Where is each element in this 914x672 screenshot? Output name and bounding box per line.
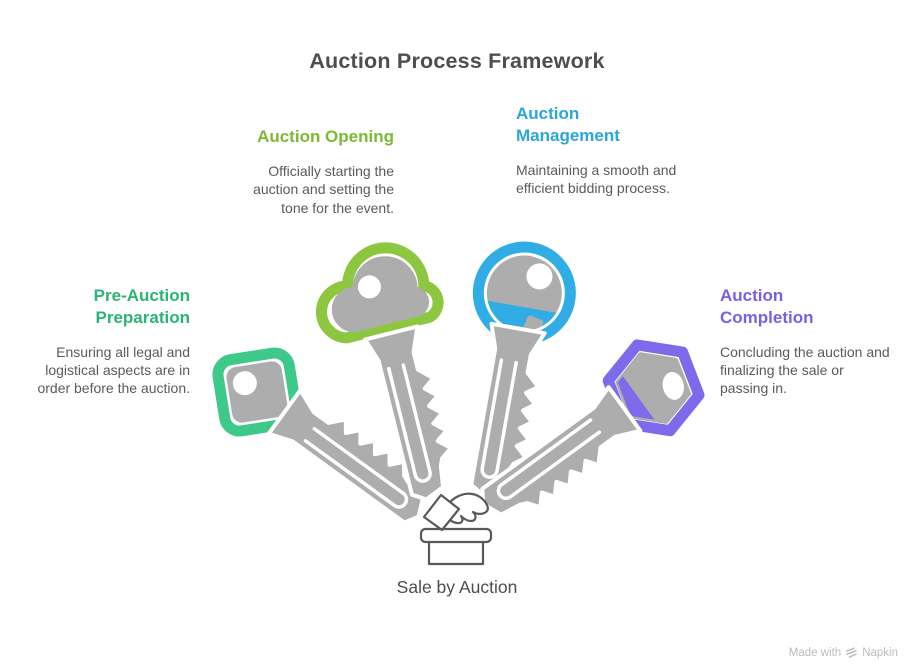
key-shaft xyxy=(363,324,453,502)
step-heading: Auction Opening xyxy=(257,127,394,146)
key-shaft xyxy=(469,321,547,497)
step-auction-opening: Auction Opening Officially starting the … xyxy=(224,126,394,217)
step-description: Officially starting the auction and sett… xyxy=(253,162,394,216)
key-head-fill xyxy=(331,256,430,333)
center-label: Sale by Auction xyxy=(396,577,518,597)
key-hole xyxy=(232,371,257,396)
key-hole xyxy=(357,275,381,299)
key-head-fill xyxy=(226,361,288,423)
key-shaft xyxy=(266,388,426,525)
key-head-band xyxy=(604,366,663,437)
step-heading: Auction Management xyxy=(516,104,620,145)
step-description: Concluding the auction and finalizing th… xyxy=(720,343,890,397)
step-description: Ensuring all legal and logistical aspect… xyxy=(37,343,190,397)
key-head-band-notch xyxy=(522,315,544,337)
watermark-prefix: Made with xyxy=(788,646,842,659)
key-groove xyxy=(480,358,518,479)
key-icon-management xyxy=(469,241,576,497)
ballot-card-icon xyxy=(422,493,461,532)
key-groove xyxy=(496,418,602,501)
page-title: Auction Process Framework xyxy=(309,49,605,73)
step-pre-auction-preparation: Pre-Auction Preparation Ensuring all leg… xyxy=(20,285,190,398)
key-icon-preparation xyxy=(212,347,426,525)
step-auction-management: Auction Management Maintaining a smooth … xyxy=(516,103,678,197)
key-head-ring xyxy=(212,347,302,437)
sale-by-auction-icon xyxy=(419,492,493,566)
key-groove xyxy=(303,426,409,509)
key-head-ring xyxy=(316,242,444,344)
napkin-logo-icon xyxy=(846,647,857,658)
key-head-ring xyxy=(472,241,576,345)
step-auction-completion: Auction Completion Concluding the auctio… xyxy=(720,285,892,398)
step-heading: Pre-Auction Preparation xyxy=(93,286,190,327)
key-shaft xyxy=(480,385,643,517)
box-body-icon xyxy=(427,540,485,566)
key-icon-opening xyxy=(316,242,453,502)
key-head-fill xyxy=(615,352,692,424)
hand-icon xyxy=(442,492,489,525)
box-lid-icon xyxy=(419,527,493,544)
key-head-ring xyxy=(602,339,705,437)
key-hole xyxy=(526,263,553,290)
key-head-band xyxy=(480,300,560,337)
watermark-brand: Napkin xyxy=(862,646,898,659)
step-heading: Auction Completion xyxy=(720,286,814,327)
step-description: Maintaining a smooth and efficient biddi… xyxy=(516,161,677,196)
key-icon-completion xyxy=(480,339,705,517)
key-head-fill xyxy=(486,255,562,331)
key-hole xyxy=(662,372,684,400)
napkin-watermark: Made with Napkin xyxy=(789,646,898,659)
key-groove xyxy=(387,363,432,483)
